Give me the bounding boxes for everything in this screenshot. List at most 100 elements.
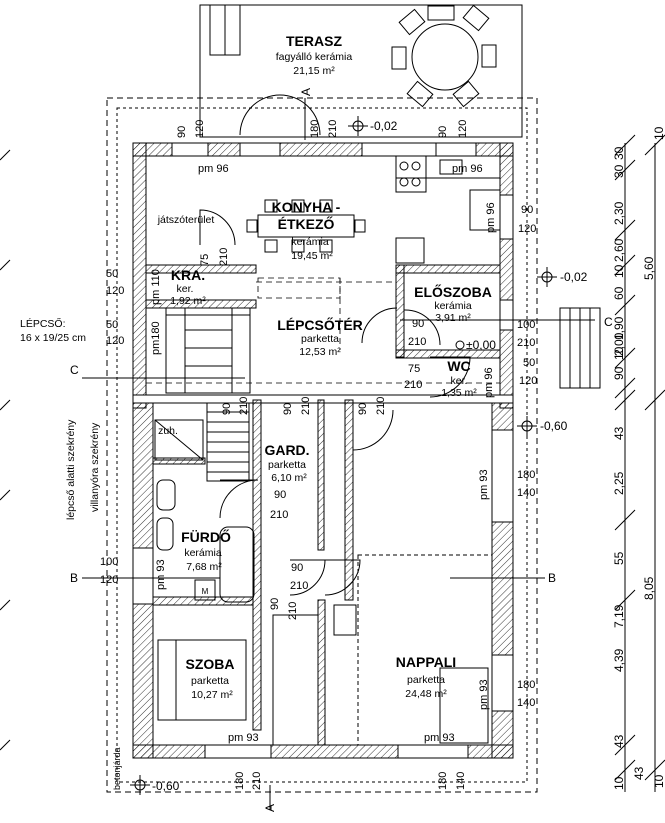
- betonjarda-note: betonjárda: [112, 747, 122, 790]
- wc-name: WC: [447, 358, 470, 374]
- patio-table-icon: [391, 4, 497, 108]
- svg-text:4,39: 4,39: [612, 648, 626, 672]
- wc-material: ker.: [451, 375, 468, 387]
- dashed-guides: [146, 277, 500, 384]
- svg-text:90: 90: [612, 366, 626, 380]
- right-chain-dims: 30 30 2,30 2,60 10 5,60 60 1,90 10 90 2,…: [612, 126, 665, 790]
- windows: [132, 142, 514, 759]
- level-bottom: -0,60: [152, 779, 180, 793]
- kitchen-fittings: [246, 155, 501, 264]
- section-a-bottom: A: [263, 804, 277, 812]
- kra-material: ker.: [177, 283, 194, 295]
- svg-text:120: 120: [100, 574, 118, 586]
- interior-dims: 90 120 180 210 90 120 pm 96 pm 96 pm 96 …: [100, 120, 537, 790]
- nappali-name: NAPPALI: [396, 654, 456, 670]
- svg-text:pm 96: pm 96: [483, 367, 495, 398]
- eloszoba-name: ELŐSZOBA: [414, 283, 492, 300]
- svg-text:210: 210: [287, 602, 299, 620]
- konyha-name2: ÉTKEZŐ: [278, 215, 335, 232]
- level-values: -0,02 -0,02 -0,60 -0,60 ±0,00: [152, 119, 588, 793]
- svg-text:120: 120: [518, 223, 536, 235]
- lepcso-size: 16 x 19/25 cm: [20, 332, 86, 344]
- svg-text:140: 140: [517, 697, 535, 709]
- konyha-note: játszóterület: [157, 214, 215, 226]
- eloszoba-area: 3,91 m²: [435, 312, 471, 324]
- left-ticks: [0, 149, 11, 751]
- svg-text:210: 210: [375, 397, 387, 415]
- svg-text:210: 210: [327, 120, 339, 138]
- lepcso-label: LÉPCSŐ:: [20, 316, 66, 330]
- svg-text:30: 30: [612, 164, 626, 178]
- terasz-material: fagyálló kerámia: [276, 51, 353, 63]
- svg-text:120: 120: [457, 120, 469, 138]
- svg-text:210: 210: [408, 336, 426, 348]
- level-right2: -0,60: [540, 419, 568, 433]
- interior-walls: [145, 264, 501, 746]
- level-top: -0,02: [370, 119, 398, 133]
- level-eloszoba: ±0,00: [466, 338, 496, 352]
- svg-text:90: 90: [221, 403, 233, 415]
- svg-text:90: 90: [412, 318, 424, 330]
- svg-text:2,60: 2,60: [612, 238, 626, 262]
- nappali-material: parketta: [407, 674, 445, 686]
- szekreny-note1: lépcső alatti szekrény: [65, 419, 77, 520]
- svg-text:120: 120: [194, 120, 206, 138]
- szekreny-note2: villanyóra szekrény: [89, 422, 101, 512]
- lepcsoter-material: parketta: [301, 333, 339, 345]
- svg-text:90: 90: [269, 598, 281, 610]
- svg-text:90: 90: [274, 489, 286, 501]
- terasz-area: 21,15 m²: [293, 65, 335, 77]
- svg-text:30: 30: [612, 146, 626, 160]
- svg-text:10: 10: [652, 126, 665, 140]
- svg-text:210: 210: [404, 379, 422, 391]
- svg-text:210: 210: [251, 772, 263, 790]
- svg-text:90: 90: [291, 562, 303, 574]
- konyha-material: kerámia: [291, 236, 329, 248]
- svg-text:60: 60: [612, 286, 626, 300]
- svg-text:100: 100: [100, 556, 118, 568]
- furdo-area: 7,68 m²: [186, 561, 222, 573]
- wc-area: 1,35 m²: [441, 387, 477, 399]
- svg-text:210: 210: [218, 248, 230, 266]
- section-a-top: A: [299, 88, 313, 96]
- svg-text:75: 75: [199, 254, 211, 266]
- svg-text:90: 90: [437, 126, 449, 138]
- konyha-area: 19,45 m²: [291, 250, 333, 262]
- svg-text:50: 50: [523, 357, 535, 369]
- szoba-material: parketta: [191, 675, 229, 687]
- svg-text:pm 96: pm 96: [198, 163, 229, 175]
- svg-text:pm 93: pm 93: [478, 679, 490, 710]
- svg-text:pm 110: pm 110: [150, 269, 162, 305]
- svg-text:2,00: 2,00: [612, 332, 626, 356]
- svg-text:180: 180: [437, 772, 449, 790]
- notes: LÉPCSŐ: 16 x 19/25 cm lépcső alatti szek…: [20, 316, 122, 790]
- furdo-m: M: [202, 587, 209, 596]
- gard-material: parketta: [268, 459, 306, 471]
- terrace: [199, 4, 523, 138]
- svg-text:43: 43: [632, 766, 646, 780]
- svg-text:1,90: 1,90: [612, 316, 626, 340]
- svg-text:120: 120: [106, 335, 124, 347]
- svg-text:pm 93: pm 93: [228, 732, 259, 744]
- room-labels: TERASZ fagyálló kerámia 21,15 m² KONYHA …: [157, 33, 492, 701]
- svg-text:140: 140: [517, 487, 535, 499]
- lepcsoter-area: 12,53 m²: [299, 346, 341, 358]
- doors: [199, 94, 471, 596]
- section-lines: [82, 98, 595, 810]
- svg-text:120: 120: [519, 375, 537, 387]
- furdo-name: FÜRDŐ: [181, 528, 231, 545]
- svg-text:43: 43: [612, 426, 626, 440]
- svg-text:180: 180: [234, 772, 246, 790]
- staircase: [165, 307, 251, 482]
- svg-text:10: 10: [612, 776, 626, 790]
- eloszoba-material: kerámia: [434, 300, 472, 312]
- svg-text:120: 120: [106, 285, 124, 297]
- furdo-material: kerámia: [184, 547, 222, 559]
- bathroom-fittings: [154, 419, 255, 603]
- section-b-right: B: [548, 571, 556, 585]
- svg-text:10: 10: [612, 346, 626, 360]
- svg-text:210: 210: [270, 509, 288, 521]
- svg-text:pm 96: pm 96: [452, 163, 483, 175]
- svg-text:10: 10: [612, 264, 626, 278]
- svg-text:180: 180: [517, 679, 535, 691]
